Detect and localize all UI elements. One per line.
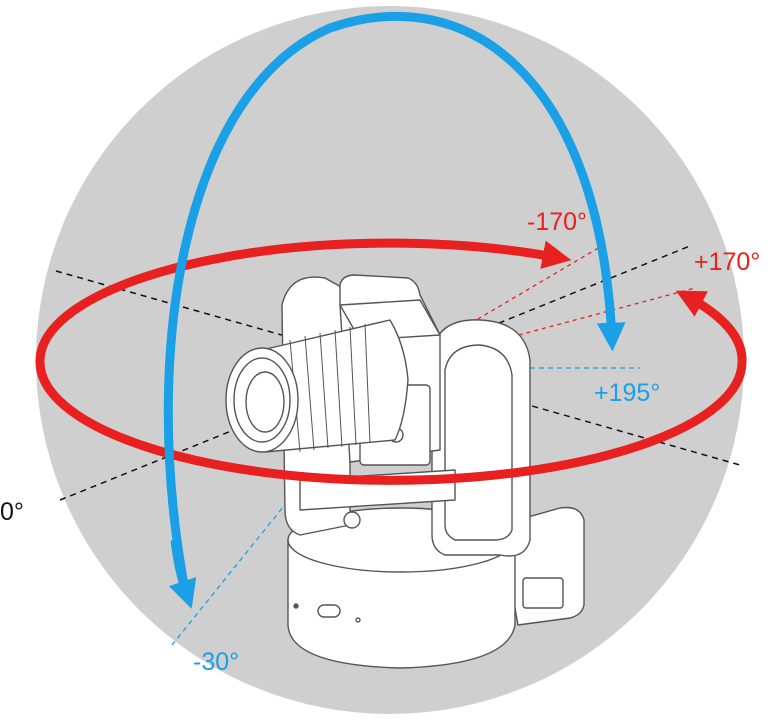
camera-lens-barrel bbox=[261, 319, 409, 453]
camera-base-button bbox=[317, 604, 341, 618]
camera-illustration bbox=[225, 274, 585, 669]
pan-zero-label: 0° bbox=[0, 498, 24, 526]
camera-base-led bbox=[293, 603, 299, 609]
pan-ellipse-back bbox=[35, 238, 572, 363]
camera-lens-focus-ring bbox=[289, 323, 371, 453]
tilt-plus-label: +195° bbox=[594, 379, 661, 407]
pan-ellipse-front bbox=[35, 361, 747, 485]
pan-ellipse-right bbox=[675, 290, 747, 363]
tilt-minus-label: -30° bbox=[193, 648, 240, 676]
tilt-arc-start-arrow bbox=[168, 539, 197, 609]
tilt-arc-arrow bbox=[163, 11, 626, 591]
pan-minus-label: -170° bbox=[527, 208, 588, 236]
camera-base-port bbox=[522, 577, 564, 609]
camera-yoke-right-arm-inner bbox=[444, 344, 513, 541]
camera-rail-knob bbox=[343, 511, 361, 529]
camera-lens-glass-inner bbox=[245, 371, 285, 433]
pan-plus-label: +170° bbox=[694, 248, 761, 276]
camera-base-mic bbox=[355, 617, 361, 623]
camera-base bbox=[287, 539, 516, 669]
